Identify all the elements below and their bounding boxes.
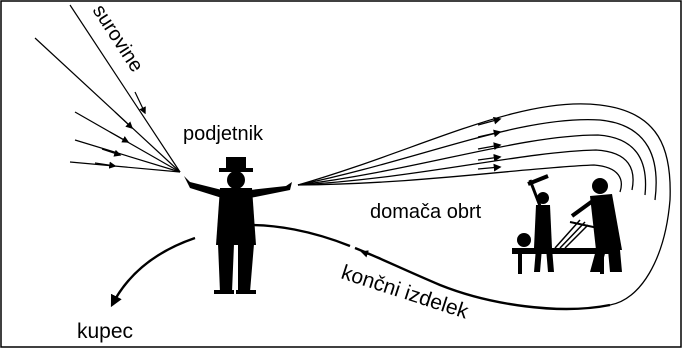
- product-return-line-middle: [249, 223, 351, 248]
- large-worker-head: [592, 178, 608, 194]
- raw-material-arrowhead-3: [109, 131, 130, 143]
- left-leg: [218, 244, 234, 292]
- large-worker-leg-left: [590, 250, 606, 272]
- small-worker-head: [537, 192, 549, 204]
- home-craft-illustration: [512, 174, 622, 274]
- large-worker-leg-right: [608, 250, 622, 272]
- buyer-label: kupec: [77, 320, 133, 343]
- beater-tool: [527, 174, 549, 186]
- workbench-top: [512, 248, 612, 254]
- product-return-line: [354, 246, 611, 311]
- large-worker-arm: [570, 198, 596, 218]
- raw-material-arrows: [34, 4, 181, 173]
- loom-frame-3: [564, 224, 589, 249]
- product-arrowhead: [360, 250, 381, 259]
- distribution-line-2: [297, 118, 657, 201]
- large-worker-body: [590, 194, 622, 250]
- right-shoe: [236, 290, 256, 294]
- raw-materials-label: surovine: [88, 1, 148, 76]
- loom-frame-1: [554, 219, 581, 249]
- distribution-line-3: [297, 134, 647, 196]
- left-shoe: [214, 290, 234, 294]
- entrepreneur-label: podjetnik: [183, 123, 264, 145]
- product-flow: [110, 223, 611, 311]
- right-leg: [238, 244, 254, 292]
- loom-frame-2: [559, 221, 586, 249]
- distribution-arrowhead-4: [477, 153, 502, 162]
- entrepreneur-figure: [184, 157, 292, 294]
- distribution-line-4: [297, 149, 634, 191]
- distribution-line-1: [297, 103, 671, 306]
- distribution-arrowhead-5: [477, 163, 502, 172]
- distribution-line-5: [297, 164, 622, 193]
- head: [227, 171, 245, 189]
- small-worker-leg-left: [534, 248, 542, 272]
- raw-material-arrowhead-1: [134, 91, 146, 115]
- small-worker-leg-right: [546, 248, 554, 272]
- distribution-arrowhead-3: [477, 142, 502, 150]
- buyer-arrow: [110, 236, 196, 308]
- distribution-arrowhead-2: [477, 129, 502, 138]
- distribution-arrows: [297, 103, 671, 306]
- hat-crown: [226, 157, 246, 169]
- raw-material-line-1: [69, 4, 181, 173]
- raw-material-arrowhead-5: [94, 161, 117, 169]
- small-worker-body: [534, 205, 552, 248]
- raw-material-line-4: [74, 139, 181, 173]
- basket: [517, 233, 531, 247]
- raw-material-line-5: [69, 161, 181, 173]
- hat-brim: [219, 168, 253, 172]
- raw-material-arrowhead-4: [101, 148, 122, 157]
- workbench-leg-left: [518, 254, 522, 274]
- torso: [216, 188, 256, 245]
- raw-material-arrowhead-2: [114, 111, 134, 129]
- loom-bar: [569, 221, 599, 229]
- home-craft-label: domača obrt: [370, 201, 482, 223]
- distribution-arrowhead-1: [477, 116, 502, 126]
- raw-material-line-2: [34, 37, 181, 173]
